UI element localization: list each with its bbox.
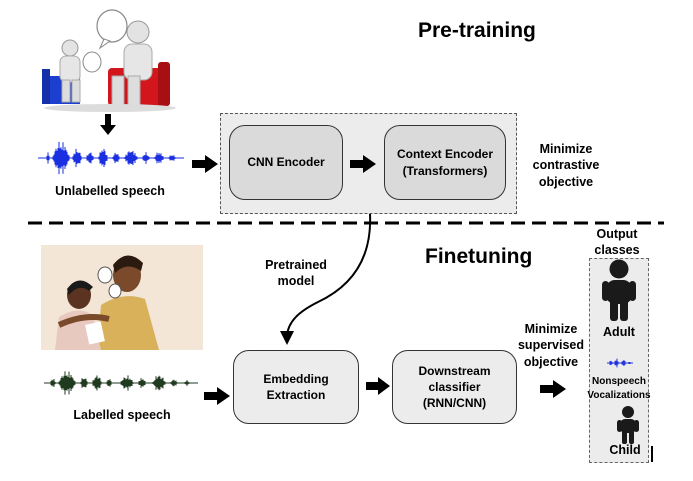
child-person-icon	[617, 406, 639, 444]
classifier-label: Downstream	[418, 363, 491, 378]
classifier-sublabel: classifier	[428, 379, 481, 394]
right-arrow-icon	[540, 380, 566, 398]
contrastive-objective-label: Minimize contrastive objective	[520, 141, 612, 190]
pretrained-line: Pretrained	[265, 258, 327, 272]
objective-line: contrastive	[532, 158, 600, 173]
embedding-sublabel: Extraction	[266, 388, 326, 402]
output-classes-title: Output classes	[582, 226, 652, 259]
context-encoder-box: Context Encoder (Transformers)	[384, 125, 506, 200]
finetuning-photo-illustration	[41, 245, 203, 350]
adult-person-icon	[602, 259, 636, 321]
right-arrow-icon	[350, 155, 376, 173]
unlabelled-waveform-icon	[38, 141, 184, 175]
class-nonspeech-label: Nonspeech Vocalizations	[578, 375, 660, 403]
cnn-encoder-label: CNN Encoder	[247, 155, 325, 170]
objective-line: objective	[523, 354, 579, 369]
text-cursor	[651, 446, 653, 462]
labelled-waveform-icon	[44, 371, 198, 395]
nonspeech-line: Nonspeech	[592, 376, 646, 387]
right-arrow-icon	[192, 155, 218, 173]
objective-line: objective	[538, 174, 594, 189]
output-title-line: Output	[596, 227, 638, 241]
embedding-label: Embedding	[263, 371, 329, 386]
right-arrow-icon	[366, 377, 390, 395]
unlabelled-speech-label: Unlabelled speech	[55, 184, 165, 198]
labelled-speech-label: Labelled speech	[73, 408, 171, 422]
context-encoder-sublabel: (Transformers)	[402, 163, 488, 178]
context-encoder-label: Context Encoder	[396, 147, 493, 162]
objective-line: Minimize	[524, 322, 578, 336]
nonspeech-waveform-icon	[607, 358, 633, 368]
right-arrow-icon	[204, 387, 230, 405]
objective-line: Minimize	[539, 142, 593, 156]
objective-line: supervised	[517, 338, 584, 353]
downstream-classifier-box: Downstream classifier (RNN/CNN)	[392, 350, 517, 424]
cnn-encoder-box: CNN Encoder	[229, 125, 343, 200]
class-child-label: Child	[609, 443, 641, 457]
pretrained-line: model	[277, 274, 315, 289]
embedding-extraction-box: Embedding Extraction	[233, 350, 359, 424]
supervised-objective-label: Minimize supervised objective	[505, 321, 597, 370]
nonspeech-line: Vocalizations	[587, 390, 651, 401]
down-arrow-icon	[100, 114, 116, 135]
classifier-model-label: (RNN/CNN)	[422, 396, 487, 411]
section-divider	[28, 221, 664, 225]
pretraining-conversation-illustration	[42, 9, 176, 112]
finetuning-title: Finetuning	[425, 245, 533, 268]
class-adult-label: Adult	[603, 325, 635, 339]
pretraining-title: Pre-training	[418, 19, 536, 42]
output-title-line: classes	[594, 243, 640, 258]
pretrained-model-label: Pretrained model	[251, 257, 341, 290]
